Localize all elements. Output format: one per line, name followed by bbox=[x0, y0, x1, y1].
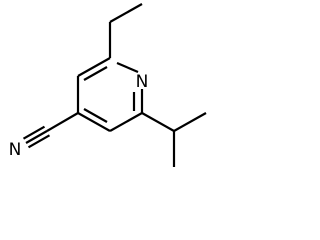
bond-isopropyl-ch bbox=[141, 112, 175, 132]
bond-isopropyl-me-up bbox=[173, 112, 207, 132]
molecule-structure-diagram: N N bbox=[9, 3, 207, 167]
bond-c2-n1 bbox=[116, 61, 139, 74]
bond-c5-c4 bbox=[77, 112, 111, 132]
bond-nitrile-c bbox=[46, 112, 79, 132]
nitrile-nitrogen-label: N bbox=[9, 140, 22, 160]
bond-c3-c2-inner bbox=[83, 66, 108, 81]
bond-nitrile-triple-1 bbox=[25, 130, 48, 144]
bond-ethyl-ch3 bbox=[109, 3, 143, 23]
bond-nitrile-triple-2 bbox=[22, 125, 46, 140]
bond-c3-c2 bbox=[77, 57, 111, 77]
bond-nitrile-triple-3 bbox=[27, 134, 51, 149]
ring-nitrogen-label: N bbox=[136, 72, 149, 92]
bond-c6-c5 bbox=[109, 112, 143, 132]
bond-c5-c4-inner bbox=[83, 108, 108, 123]
